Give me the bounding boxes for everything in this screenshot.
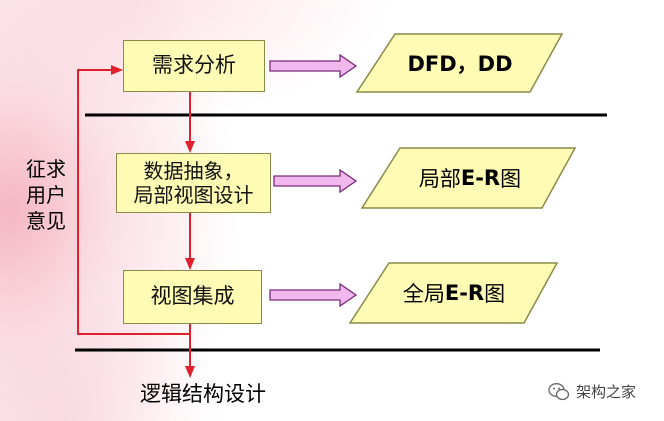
requirement-analysis-box: 需求分析 — [123, 40, 265, 92]
output-global-er-suffix: 图 — [484, 282, 506, 306]
output-global-er-bold: E-R — [444, 281, 485, 305]
flow-arrowhead-3 — [185, 366, 195, 378]
data-abstraction-label-line2: 局部视图设计 — [133, 183, 254, 207]
watermark-text: 架构之家 — [576, 383, 637, 401]
flow-arrowhead-2 — [185, 258, 195, 270]
user-feedback-line3: 意见 — [26, 209, 66, 233]
output-arrow-2 — [273, 168, 358, 194]
output-parallelogram-2 — [360, 147, 577, 209]
user-feedback-label: 征求 用户 意见 — [22, 156, 70, 234]
output-dfd-text: DFD，DD — [362, 34, 558, 92]
output-local-er-suffix: 图 — [500, 167, 522, 191]
output-arrow-3 — [269, 282, 358, 308]
output-dfd-label: DFD，DD — [407, 52, 513, 76]
wechat-icon — [548, 382, 570, 400]
user-feedback-line2: 用户 — [26, 183, 66, 207]
feedback-arrowhead — [111, 65, 123, 75]
data-abstraction-box: 数据抽象， 局部视图设计 — [116, 153, 271, 213]
feedback-loop-line — [77, 69, 190, 335]
output-parallelogram-3 — [348, 262, 559, 324]
output-local-er-prefix: 局部 — [418, 167, 461, 191]
output-local-er-bold: E-R — [460, 166, 501, 190]
view-integration-box: 视图集成 — [123, 270, 262, 324]
output-global-er-prefix: 全局 — [402, 282, 445, 306]
output-arrow-1 — [269, 53, 358, 79]
data-abstraction-label-line1: 数据抽象， — [143, 159, 244, 183]
flow-arrowhead-1 — [185, 141, 195, 153]
watermark: 架构之家 — [548, 381, 636, 402]
view-integration-label: 视图集成 — [150, 284, 235, 309]
user-feedback-line1: 征求 — [26, 157, 66, 181]
output-parallelogram-1 — [355, 33, 564, 93]
logical-design-label: 逻辑结构设计 — [140, 382, 266, 406]
requirement-analysis-label: 需求分析 — [152, 53, 236, 78]
